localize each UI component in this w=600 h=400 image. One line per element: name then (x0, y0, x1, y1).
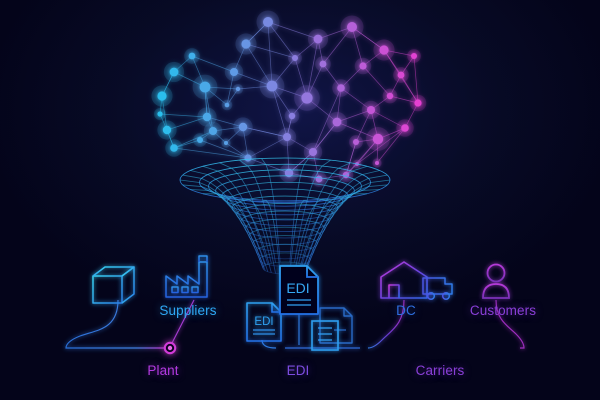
network-node (244, 154, 252, 162)
plant-node-marker (163, 341, 177, 355)
network-node (197, 137, 203, 143)
network-node (283, 133, 291, 141)
network-node (284, 168, 294, 178)
network-node (292, 55, 298, 61)
neural-network-cloud (151, 10, 427, 187)
network-node (241, 39, 251, 49)
network-node (238, 122, 248, 132)
network-node (157, 111, 163, 117)
network-edge (173, 147, 249, 159)
network-node (224, 141, 228, 145)
plant-branch-curve (65, 299, 166, 349)
data-vortex-funnel (179, 157, 391, 275)
network-node (367, 106, 375, 114)
network-node (359, 62, 367, 70)
network-node (313, 34, 323, 44)
network-node (224, 102, 230, 108)
suppliers-branch-curve (170, 299, 195, 346)
dc-branch-curve (367, 299, 405, 349)
network-edge (312, 87, 342, 153)
network-node (375, 161, 379, 165)
network-node (202, 112, 212, 122)
network-node (199, 81, 211, 93)
network-node (266, 80, 278, 92)
warehouse-icon (380, 261, 428, 299)
factory-icon (165, 253, 208, 298)
network-node (169, 67, 179, 77)
edi-doc-center-text: EDI (286, 280, 309, 296)
network-node (401, 124, 409, 132)
network-node (157, 91, 167, 101)
customers-branch-curve (495, 299, 525, 349)
edi-doc-left-text: EDI (254, 316, 273, 328)
network-node (230, 68, 238, 76)
edi-document-icon: EDI (279, 265, 319, 315)
network-node (288, 112, 296, 120)
network-node (353, 139, 359, 145)
network-node (386, 92, 394, 100)
network-node (315, 175, 323, 183)
network-node (209, 127, 217, 135)
network-node (170, 144, 178, 152)
edi-document-icon: EDI (246, 302, 282, 342)
document-lines-icon (311, 320, 339, 351)
network-node (332, 117, 342, 127)
network-node (372, 133, 384, 145)
network-node (301, 92, 313, 104)
network-node (263, 17, 273, 27)
delivery-truck-icon (422, 277, 453, 301)
customer-person-icon (482, 263, 510, 299)
network-node (347, 22, 357, 32)
network-edge (199, 139, 249, 159)
network-node (235, 86, 241, 92)
network-node (162, 125, 172, 135)
network-node (414, 99, 422, 107)
network-node (309, 148, 317, 156)
network-node (379, 45, 389, 55)
lower-bracket-connectors (65, 299, 525, 349)
network-node (188, 52, 196, 60)
crate-box-icon (92, 266, 135, 304)
document-icon (319, 307, 353, 344)
network-node (397, 71, 405, 79)
network-node (411, 53, 417, 59)
network-node (337, 84, 345, 92)
network-node (319, 60, 327, 68)
